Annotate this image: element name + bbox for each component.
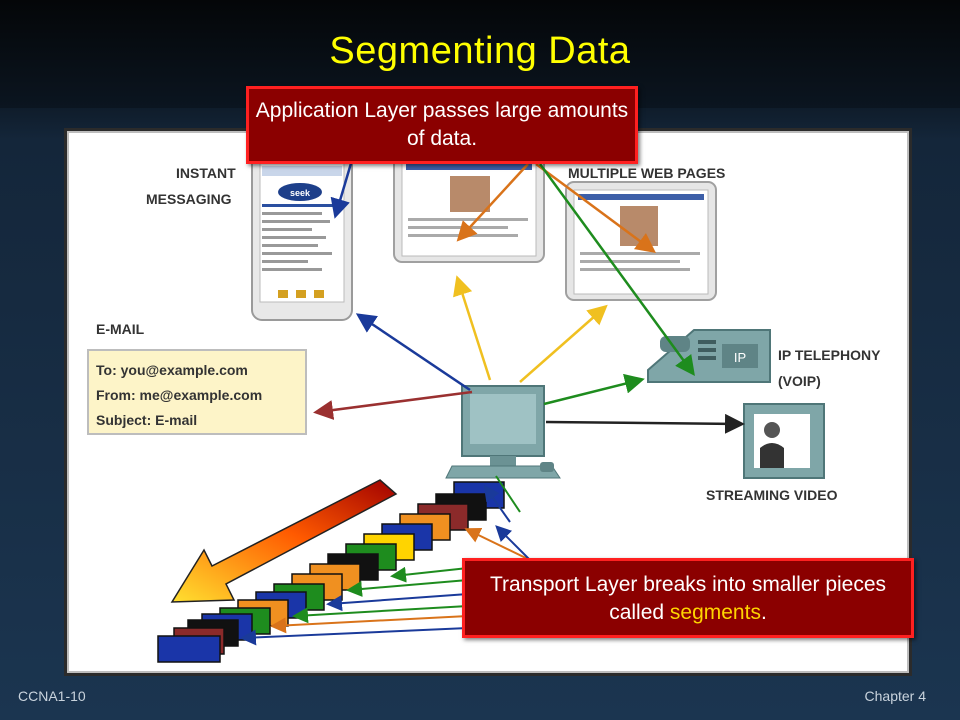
seg-arrow-g [326, 593, 469, 612]
direction-arrow [170, 479, 398, 603]
seg-arrow-j [240, 627, 469, 646]
email-to: To: you@example.com [96, 362, 248, 378]
callout-arrow-phone [538, 163, 695, 377]
arrow-to-email [313, 390, 473, 420]
callout-arrow-web2 [535, 162, 657, 253]
im-logo-text: seek [290, 188, 311, 198]
seg-arrow-h [292, 605, 469, 624]
email-from: From: me@example.com [96, 387, 262, 403]
footer-chapter: Chapter 4 [864, 688, 926, 704]
callout-arrow-web1 [456, 163, 529, 242]
application-layer-callout: Application Layer passes large amounts o… [246, 86, 638, 164]
im-label-line2: MESSAGING [146, 191, 232, 207]
arrow-to-phone [543, 373, 645, 406]
phone-ip-text: IP [734, 350, 746, 365]
seg-arrow-f [346, 579, 469, 597]
segment-stack [157, 481, 505, 663]
arrow-to-web2 [519, 304, 608, 383]
arrow-to-video [545, 413, 745, 434]
email-box [87, 349, 307, 435]
footer-course: CCNA1-10 [18, 688, 86, 704]
seg-arrow-c [464, 528, 531, 561]
web-page-window-1 [393, 151, 545, 263]
seg-arrow-a [495, 475, 521, 513]
email-subject: Subject: E-mail [96, 412, 197, 428]
transport-layer-callout: Transport Layer breaks into smaller piec… [462, 558, 914, 638]
transport-callout-text: Transport Layer breaks into smaller piec… [489, 573, 887, 624]
computer [445, 385, 561, 479]
voip-label: (VOIP) [778, 373, 821, 389]
email-label: E-MAIL [96, 321, 145, 337]
web-pages-label: MULTIPLE WEB PAGES [568, 165, 725, 181]
instant-messaging-window: seek [251, 151, 353, 321]
ip-telephony-label: IP TELEPHONY [778, 347, 881, 363]
seg-arrow-d [495, 525, 531, 561]
seg-arrow-e [390, 566, 469, 583]
arrow-to-im [355, 313, 471, 392]
seg-arrow-b [483, 484, 511, 523]
slide-title: Segmenting Data [329, 30, 631, 72]
im-label-line1: INSTANT [176, 165, 236, 181]
streaming-video-monitor [743, 403, 825, 479]
arrow-to-web1 [453, 275, 492, 381]
seg-arrow-i [270, 615, 469, 634]
streaming-video-label: STREAMING VIDEO [706, 487, 838, 503]
callout-arrow-im [330, 159, 354, 219]
segments-highlight: segments [669, 601, 761, 624]
transport-callout-period: . [760, 601, 767, 624]
